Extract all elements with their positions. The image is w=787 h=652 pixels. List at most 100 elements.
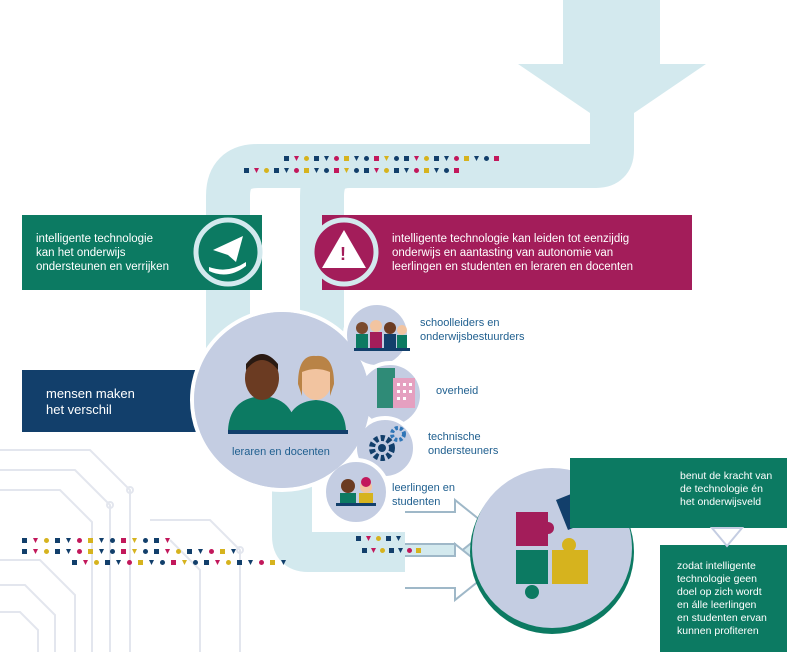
pattern-dot [33, 549, 38, 554]
pattern-dot [386, 536, 391, 541]
pattern-dot [454, 168, 459, 173]
pattern-dot [193, 560, 198, 565]
pattern-dot [33, 538, 38, 543]
top-right-line: het onderwijsveld [680, 496, 762, 508]
pattern-dot [176, 549, 181, 554]
mid-pipe [300, 144, 352, 360]
pattern-dot [55, 538, 60, 543]
pattern-dot [94, 560, 99, 565]
pattern-dot [284, 168, 289, 173]
pattern-dot [334, 168, 339, 173]
pattern-dot [121, 538, 126, 543]
pattern-dot [55, 549, 60, 554]
pattern-dot [22, 549, 27, 554]
pattern-dot [171, 560, 176, 565]
stakeholder-line: overheid [436, 385, 479, 397]
pattern-dot [398, 548, 403, 553]
pattern-dot [434, 156, 439, 161]
pattern-dot [314, 156, 319, 161]
pattern-dot [231, 549, 236, 554]
pattern-dot [132, 538, 137, 543]
pattern-dot [407, 548, 412, 553]
pattern-dot [304, 156, 309, 161]
pattern-dot [237, 560, 242, 565]
stakeholder-label-2: technische ondersteuners [428, 430, 498, 458]
bottom-right-line: en álle leerlingen [677, 599, 757, 611]
pattern-dot [77, 538, 82, 543]
pattern-dot [215, 560, 220, 565]
pattern-dot [366, 536, 371, 541]
pattern-dot [376, 536, 381, 541]
pattern-dot [132, 549, 137, 554]
pattern-dot [414, 156, 419, 161]
pattern-dot [66, 538, 71, 543]
school-leaders-icon [354, 320, 410, 351]
pattern-dot [454, 156, 459, 161]
pattern-dot [121, 549, 126, 554]
mensen-line: mensen maken [46, 386, 135, 401]
pattern-dot [204, 560, 209, 565]
pattern-dot [254, 168, 259, 173]
pattern-dot [416, 548, 421, 553]
pattern-dot [362, 548, 367, 553]
pattern-dot [344, 156, 349, 161]
stakeholder-line: technische [428, 431, 481, 443]
pattern-dot [404, 168, 409, 173]
pattern-dot [274, 168, 279, 173]
students-icon [336, 477, 376, 506]
pattern-dot [394, 168, 399, 173]
pattern-dot [83, 560, 88, 565]
mensen-box-bg [22, 370, 222, 432]
stakeholder-label-1: overheid [436, 384, 478, 398]
left-box-line: kan het onderwijs [36, 247, 126, 259]
stakeholder-line: schoolleiders en [420, 317, 500, 329]
left-box-line: ondersteunen en verrijken [36, 261, 169, 273]
pattern-dot [324, 168, 329, 173]
pattern-dot [434, 168, 439, 173]
pattern-dot [270, 560, 275, 565]
pattern-dot [384, 156, 389, 161]
pattern-dot [99, 549, 104, 554]
pattern-dot [364, 168, 369, 173]
pattern-dot [66, 549, 71, 554]
stakeholder-label-3: leerlingen en studenten [392, 481, 455, 509]
stakeholder-label-0: schoolleiders en onderwijsbestuurders [420, 316, 525, 344]
circuit-lines [0, 449, 244, 652]
pattern-dot [304, 168, 309, 173]
pattern-dot [182, 560, 187, 565]
pattern-dot [380, 548, 385, 553]
bottom-right-line: doel op zich wordt [677, 586, 762, 598]
pattern-dot [209, 549, 214, 554]
pattern-dot [110, 538, 115, 543]
pattern-dot [116, 560, 121, 565]
right-box-line: leerlingen en studenten en leraren en do… [392, 261, 634, 273]
mensen-box-text: mensen maken het verschil [46, 386, 135, 418]
pattern-dot [444, 168, 449, 173]
pattern-dot [414, 168, 419, 173]
pattern-dot [384, 168, 389, 173]
pattern-dot [474, 156, 479, 161]
stakeholder-line: onderwijsbestuurders [420, 331, 525, 343]
left-box-text: intelligente technologie kan het onderwi… [36, 232, 169, 274]
box-arrow-icon [709, 527, 745, 548]
left-box-line: intelligente technologie [36, 233, 154, 245]
pattern-dot [394, 156, 399, 161]
warning-glyph: ! [340, 244, 346, 264]
pattern-dot [187, 549, 192, 554]
pattern-dot [364, 156, 369, 161]
pattern-dot [220, 549, 225, 554]
puzzle-arrows [405, 497, 492, 603]
pattern-dot [154, 549, 159, 554]
pattern-dot [404, 156, 409, 161]
pattern-dot [259, 560, 264, 565]
pattern-dot [294, 156, 299, 161]
pattern-dot [284, 156, 289, 161]
pattern-dot [160, 560, 165, 565]
pattern-dot [444, 156, 449, 161]
pattern-dot [356, 536, 361, 541]
flow-pipes [206, 0, 741, 572]
right-box-line: intelligente technologie kan leiden tot … [392, 233, 630, 245]
pattern-dot [396, 536, 401, 541]
stakeholder-line: leerlingen en [392, 482, 455, 494]
